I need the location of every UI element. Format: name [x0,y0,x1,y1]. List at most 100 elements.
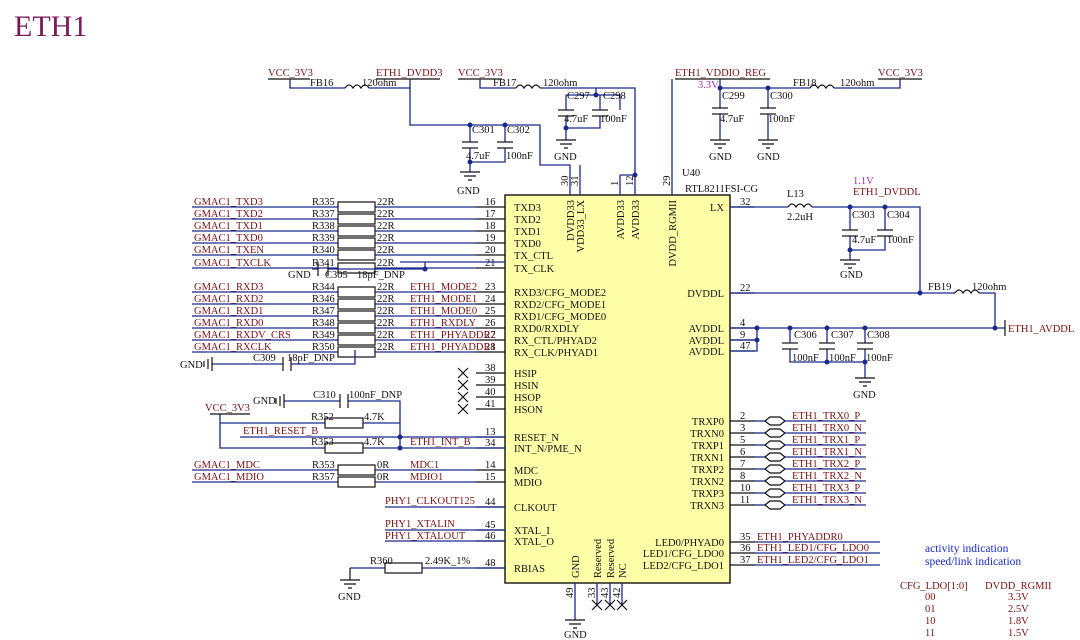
pin-27-label: RX_CTL/PHYAD2 [514,336,597,347]
c310-cap: GND C310 100nF_DNP [253,390,402,437]
pin-7-number: 7 [740,459,745,470]
resistor-body [337,298,376,310]
c300-value: 100nF [768,114,795,125]
vcc2-label: VCC_3V3 [458,68,503,79]
pin-17-number: 17 [485,209,496,220]
c299-value: 4.7uF [720,114,744,125]
hs-pins-nc [457,367,469,415]
fb19-ref: FB19 [928,282,951,293]
c301-value: 4.7uF [466,151,490,162]
pin-8-number: 8 [740,471,745,482]
resistor-body [337,249,376,261]
resistor-ref: R338 [312,221,335,232]
pin-25-number: 25 [485,306,496,317]
resistor-value: 0R [377,472,389,483]
pin-47-label: AVDDL [689,347,724,358]
c304-ref: C304 [887,210,911,221]
r352-ref: R352 [311,412,334,423]
mid-net-label: MDC1 [410,460,439,471]
resistor-ref: R357 [312,472,335,483]
c303-value: 4.7uF [852,235,876,246]
vcc1-label: VCC_3V3 [268,68,313,79]
resistor-body [337,310,376,322]
bottom-pin-49-number: 49 [565,588,576,599]
clkout-net-label: PHY1_CLKOUT125 [385,496,475,507]
mid-net-label: ETH1_PHYADDR2 [410,330,496,341]
pin-32-label: LX [710,203,724,214]
ldo-cfg-cell: 00 [925,592,936,603]
c310-ref: C310 [313,390,336,401]
net-label-gmac1_mdio: GMAC1_MDIO [194,472,264,483]
dvddl-voltage: 1.1V [853,176,874,187]
pin-13-label: RESET_N [514,433,559,444]
resistor-body [337,464,376,476]
c305-cap: GND C305 18pF_DNP [288,261,505,281]
led-net-label: ETH1_LED2/CFG_LDO1 [757,555,869,566]
pin-28-number: 28 [485,342,496,353]
resistor-body [337,262,376,274]
resistor-value: 22R [377,282,395,293]
pin-7-label: TRXP2 [692,465,724,476]
resistor-value: 22R [377,221,395,232]
top-pin-31-label: VDD33_LX [576,200,587,253]
pin-34-number: 34 [485,438,496,449]
c310-value: 100nF_DNP [349,390,402,401]
trx-nets: ETH1_TRX0_PETH1_TRX0_NETH1_TRX1_PETH1_TR… [755,411,866,510]
bottom-pin-33-label: Reserved [593,538,604,578]
resistor-body [337,346,376,358]
pin-21-label: TX_CLK [514,264,555,275]
pin-16-number: 16 [485,197,496,208]
resistor-ref: R344 [312,282,336,293]
resistor-value: 22R [377,342,395,353]
net-label-gmac1_rxdv_crs: GMAC1_RXDV_CRS [194,330,291,341]
pin-14-label: MDC [514,466,538,477]
xtalout-net-label: PHY1_XTALOUT [385,531,466,542]
resistor-value: 22R [377,197,395,208]
pin-18-label: TXD1 [514,227,541,238]
pin-8-label: TRXN2 [690,477,724,488]
c297-value: 4.7uF [564,114,588,125]
bottom-pin-49-label: GND [571,555,582,578]
c301-ref: C301 [472,125,495,136]
pin-5-number: 5 [740,435,745,446]
c307-value: 100nF [829,353,856,364]
pin-41-number: 41 [485,399,496,410]
net-label-gmac1_rxd0: GMAC1_RXD0 [194,318,263,329]
trx-net-label: ETH1_TRX0_N [792,423,862,434]
r360-value: 2.49K_1% [425,556,470,567]
r360-ref: R360 [370,556,393,567]
note-activity: activity indication [925,543,1009,555]
pin-48-label: RBIAS [514,564,545,575]
bottom-pin-33-number: 33 [587,588,598,599]
pin-4-number: 4 [740,318,746,329]
resistor-value: 22R [377,330,395,341]
resistor-ref: R346 [312,294,335,305]
top-pin-12-number: 12 [625,176,636,187]
c309-gnd-label: GND [180,360,203,371]
pin-19-number: 19 [485,233,496,244]
c302-value: 100nF [506,151,533,162]
mid-net-label: ETH1_RXDLY [410,318,476,329]
resistor-body [337,334,376,346]
pin-9-number: 9 [740,330,745,341]
reset-net-label: ETH1_RESET_B [243,426,318,437]
clock-nets: PHY1_CLKOUT125 PHY1_XTALIN PHY1_XTALOUT [385,496,505,542]
ldo-header-dvdd: DVDD_RGMII [985,581,1052,592]
fb18-value: 120ohm [840,78,874,89]
net-label-gmac1_txd2: GMAC1_TXD2 [194,209,263,220]
pin-11-number: 11 [740,495,750,506]
pin-37-label: LED2/CFG_LDO1 [643,561,724,572]
resistor-value: 22R [377,209,395,220]
ldo-voltage-cell: 3.3V [1008,592,1029,603]
resistor-body [337,286,376,298]
top-pin-12-label: AVDD33 [631,200,642,239]
c310-gnd-label: GND [253,396,276,407]
note-speed-link: speed/link indication [925,556,1021,568]
c305-value: 18pF_DNP [357,270,405,281]
pin-23-label: RXD3/CFG_MODE2 [514,288,606,299]
l13-value: 2.2uH [787,212,813,223]
fb19-value: 120ohm [972,282,1006,293]
ldo-voltage-cell: 1.8V [1008,616,1029,627]
